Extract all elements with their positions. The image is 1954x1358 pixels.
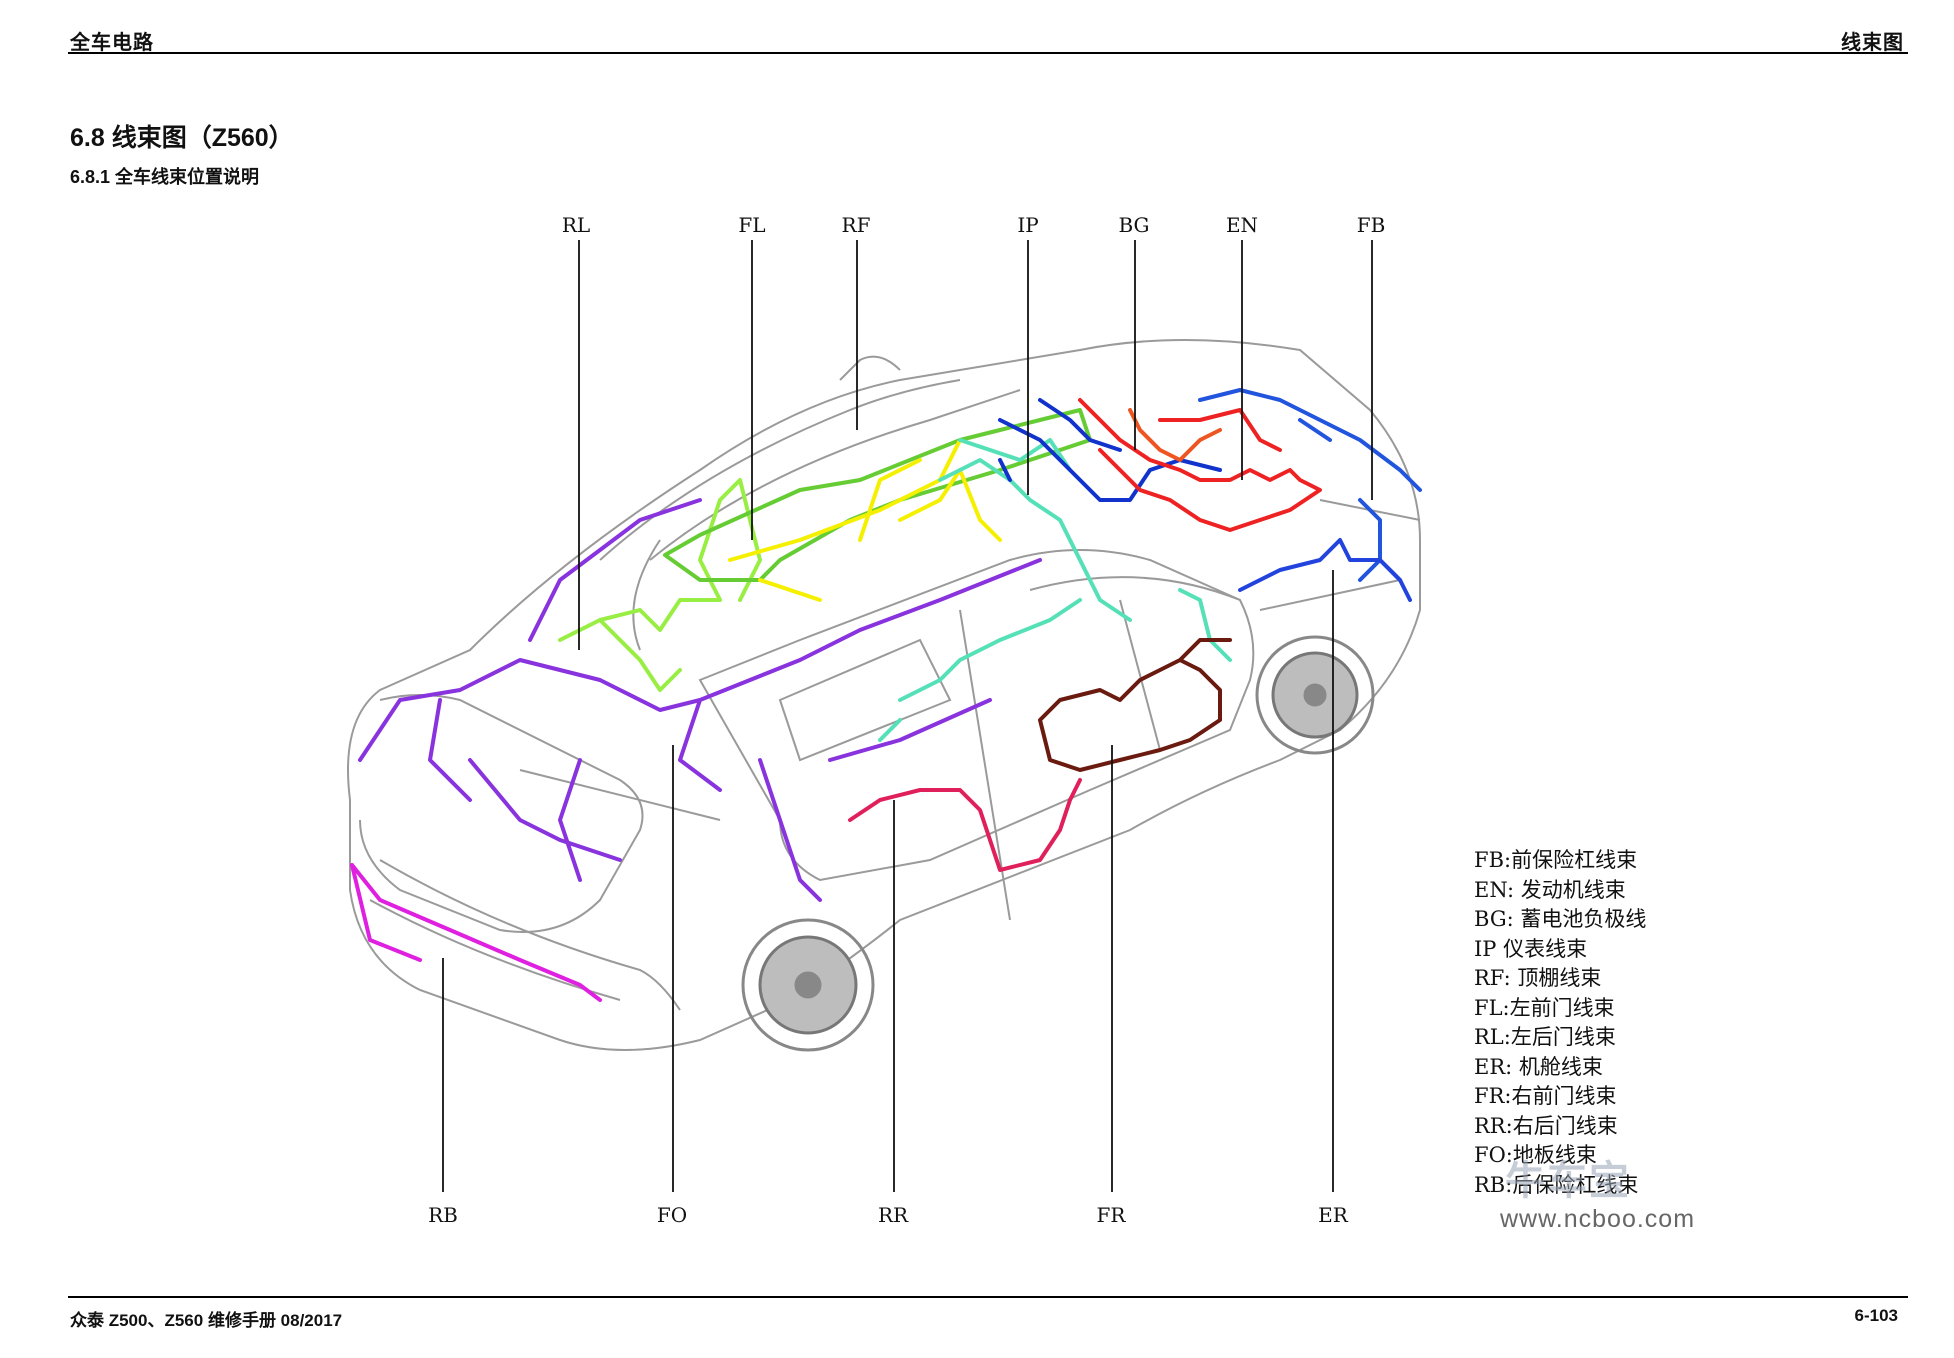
- harness-rl: [558, 478, 762, 692]
- car-body-outline: [347, 339, 1421, 1051]
- legend-item-fr: FR:右前门线束: [1474, 1084, 1617, 1108]
- label-fo: FO: [657, 1203, 687, 1227]
- harness-ip2: [878, 438, 1232, 742]
- section-subtitle: 6.8.1 全车线束位置说明: [70, 167, 260, 187]
- legend-item-er: ER: 机舱线束: [1474, 1054, 1603, 1079]
- section-title: 6.8 线束图（Z560）: [70, 124, 294, 152]
- header-chapter: 全车电路: [70, 32, 154, 54]
- rear-wheel: [741, 918, 875, 1052]
- header-rule: [68, 52, 1908, 54]
- harness-fl: [728, 438, 1002, 602]
- callout-lines: [442, 240, 1373, 1192]
- label-fb: FB: [1357, 213, 1386, 237]
- harness-rr: [848, 778, 1082, 872]
- harness-ip: [998, 398, 1222, 502]
- legend-item-fo: FO:地板线束: [1474, 1143, 1597, 1167]
- legend-item-bg: BG: 蓄电池负极线: [1474, 907, 1647, 931]
- watermark-url: www.ncboo.com: [1500, 1205, 1696, 1233]
- legend-item-rb: RB:后保险杠线束: [1474, 1172, 1639, 1197]
- harness-er: [1238, 538, 1412, 602]
- legend-item-rr: RR:右后门线束: [1474, 1113, 1618, 1138]
- harness-bg: [1128, 408, 1222, 462]
- label-ip: IP: [1017, 213, 1038, 237]
- watermark-logo: 牛车宝: [1505, 1159, 1631, 1203]
- footer-rule: [68, 1296, 1908, 1298]
- label-fl: FL: [738, 213, 765, 237]
- label-rf: RF: [842, 213, 871, 237]
- legend: FB:前保险杠线束 EN: 发动机线束 BG: 蓄电池负极线 IP 仪表线束 R…: [1474, 846, 1646, 1200]
- label-er: ER: [1318, 1203, 1349, 1227]
- legend-item-en: EN: 发动机线束: [1474, 877, 1626, 902]
- label-fr: FR: [1097, 1203, 1127, 1227]
- footer-manual-title: 众泰 Z500、Z560 维修手册 08/2017: [70, 1311, 343, 1330]
- harness-fo: [358, 498, 1042, 902]
- harness-fb: [1198, 388, 1422, 582]
- legend-item-rl: RL:左后门线束: [1474, 1025, 1616, 1049]
- legend-item-fl: FL:左前门线束: [1474, 995, 1615, 1020]
- harness-rb: [350, 863, 602, 1002]
- front-wheel: [1255, 635, 1375, 755]
- legend-item-ip: IP 仪表线束: [1474, 936, 1588, 961]
- header-topic: 线束图: [1841, 32, 1904, 54]
- harness-en: [1078, 398, 1322, 532]
- footer-page-number: 6-103: [1854, 1306, 1898, 1325]
- legend-item-fb: FB:前保险杠线束: [1474, 848, 1638, 872]
- legend-item-rf: RF: 顶棚线束: [1474, 966, 1602, 990]
- label-rb: RB: [428, 1203, 458, 1227]
- harness-rf: [663, 408, 1092, 582]
- label-rr: RR: [878, 1203, 909, 1227]
- label-en: EN: [1226, 213, 1258, 237]
- label-bg: BG: [1118, 213, 1149, 237]
- label-rl: RL: [562, 213, 590, 237]
- harness-fr: [1038, 638, 1232, 772]
